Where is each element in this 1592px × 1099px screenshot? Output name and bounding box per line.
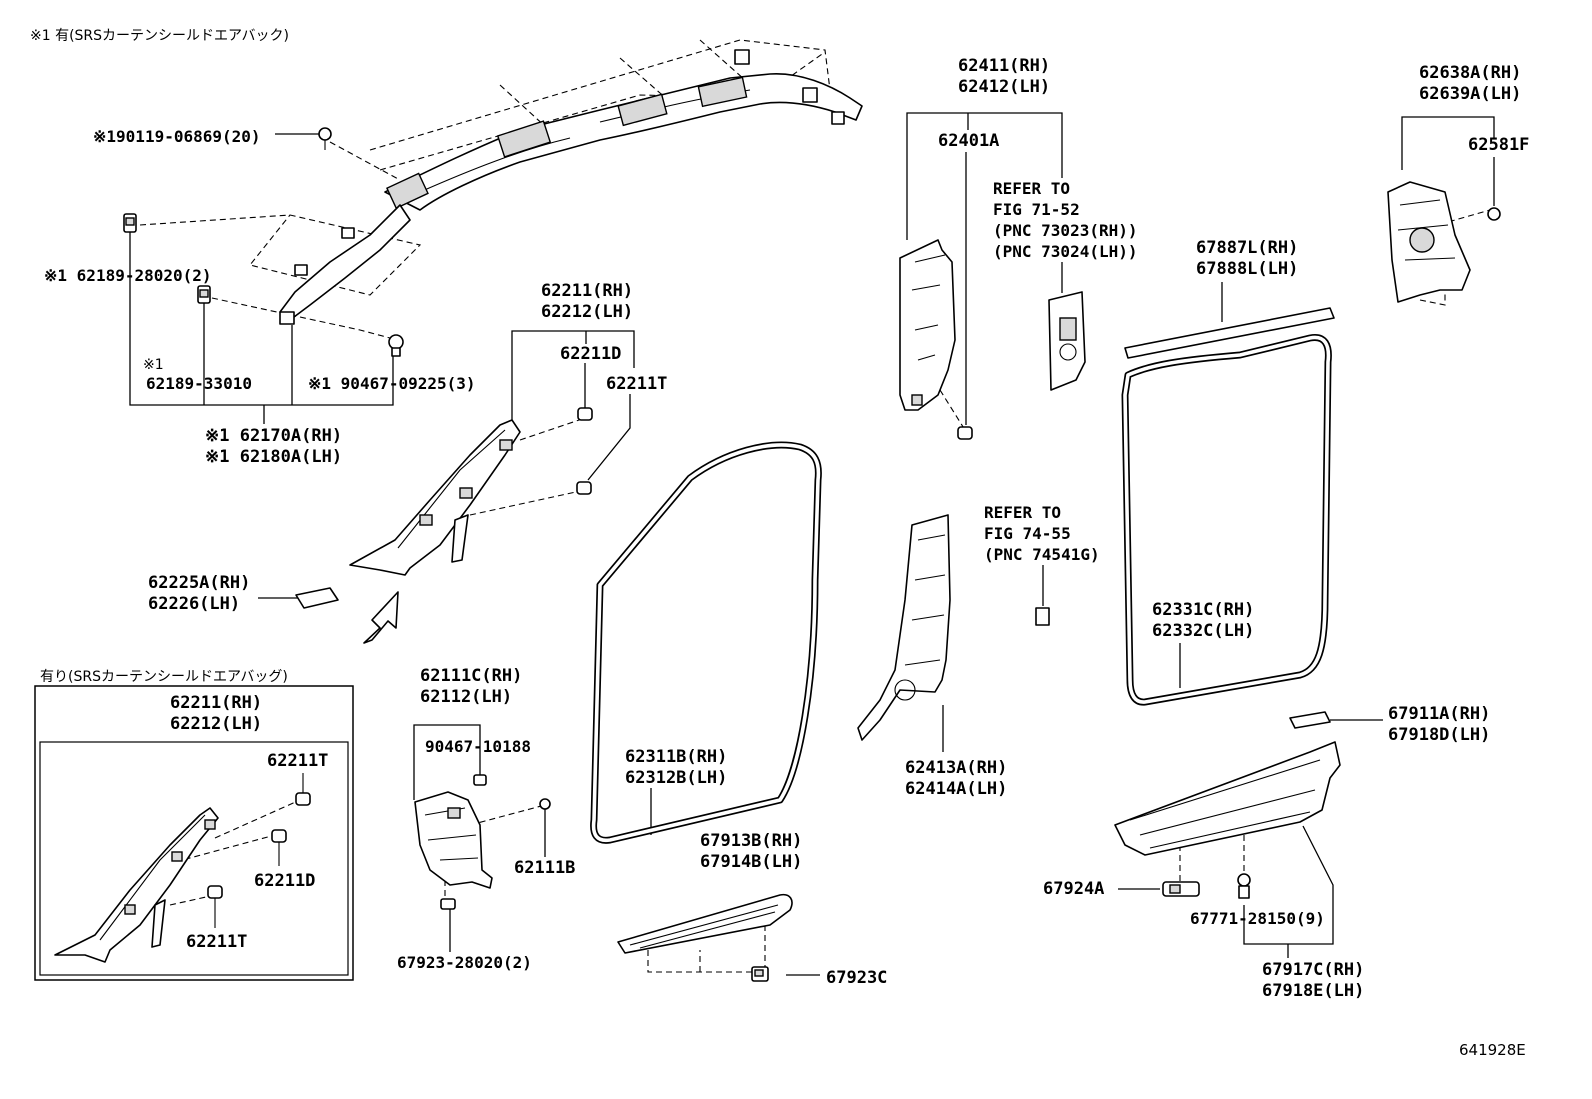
label-9046709225: ※1 90467-09225(3) [308, 374, 476, 393]
part-refer-74541g [1035, 607, 1050, 626]
pad-67911a [1289, 711, 1331, 729]
bracket-62170a [129, 133, 394, 424]
inset-title: 有り(SRSカーテンシールドエアバッグ) [40, 669, 288, 685]
kick-panel-62111c [414, 791, 493, 889]
label-67911a: 67911A(RH) [1388, 704, 1490, 724]
label-62412: 62412(LH) [958, 77, 1050, 97]
curtain-airbag-assembly [279, 49, 863, 325]
label-9046710188: 90467-10188 [425, 737, 531, 756]
clip-62211t-icon [576, 481, 592, 495]
bolt-19011906869-icon [318, 127, 332, 150]
label-62111c: 62111C(RH) [420, 666, 522, 686]
label-6792328020: 67923-28020(2) [397, 953, 532, 972]
b-pillar-lower-62413a [857, 514, 951, 741]
label-67914b: 67914B(LH) [700, 852, 802, 872]
pad-62225a [295, 587, 339, 609]
label-62332c: 62332C(LH) [1152, 621, 1254, 641]
inset-label-62211-rh: 62211(RH) [170, 693, 262, 713]
rear-molding-67887l [1124, 307, 1335, 359]
inset-label-62212-lh: 62212(LH) [170, 714, 262, 734]
b-pillar-upper-62411 [899, 239, 956, 411]
label-62111b: 62111B [514, 858, 575, 878]
part-refer-73023 [1048, 291, 1086, 391]
c-pillar-garnish-62638a [1387, 181, 1471, 303]
refer1-line2: FIG 71-52 [993, 200, 1080, 219]
rear-scuff-plate-67917c [1114, 741, 1341, 856]
label-62413a: 62413A(RH) [905, 758, 1007, 778]
label-62180a: ※1 62180A(LH) [205, 447, 342, 467]
label-62638a: 62638A(RH) [1419, 63, 1521, 83]
front-door-weatherstrip-62311b [590, 441, 822, 844]
label-67917c: 67917C(RH) [1262, 960, 1364, 980]
bracket-67917c [1243, 825, 1334, 958]
refer1-line1: REFER TO [993, 179, 1070, 198]
label-6777128150: 67771-28150(9) [1190, 909, 1325, 928]
label-6218933010-mark: ※1 [143, 357, 164, 373]
label-62639a: 62639A(LH) [1419, 84, 1521, 104]
label-6218928020: ※1 62189-28020(2) [44, 266, 212, 285]
label-62211-rh: 62211(RH) [541, 281, 633, 301]
clip-62111b-icon [539, 798, 551, 810]
inset-clip-62211t-b-icon [207, 885, 223, 928]
label-6218933010: 62189-33010 [146, 374, 252, 393]
refer1-line3: (PNC 73023(RH)) [993, 221, 1138, 240]
label-62312b: 62312B(LH) [625, 768, 727, 788]
direction-arrow-icon [363, 591, 399, 644]
clip-67924a-icon [1162, 881, 1200, 897]
clip-67923c-icon [751, 966, 769, 982]
refer2-line3: (PNC 74541G) [984, 545, 1100, 564]
clip-9046710188-icon [473, 774, 487, 786]
label-62211d: 62211D [560, 344, 621, 364]
bracket-62211 [258, 330, 635, 599]
label-62414a: 62414A(LH) [905, 779, 1007, 799]
clip-9046709225-icon [388, 334, 404, 357]
label-67924a: 67924A [1043, 879, 1104, 899]
label-62411: 62411(RH) [958, 56, 1050, 76]
label-62170a: ※1 62170A(RH) [205, 426, 342, 446]
leaders-door [650, 788, 820, 976]
a-pillar-garnish [349, 419, 521, 576]
inset-label-62211t-a: 62211T [267, 751, 328, 771]
label-67887l: 67887L(RH) [1196, 238, 1298, 258]
label-62112: 62112(LH) [420, 687, 512, 707]
label-67918e: 67918E(LH) [1262, 981, 1364, 1001]
label-67918d: 67918D(LH) [1388, 725, 1490, 745]
label-19011906869: ※190119-06869(20) [93, 127, 261, 146]
inset-label-62211d: 62211D [254, 871, 315, 891]
inset-label-62211t-b: 62211T [186, 932, 247, 952]
label-62225a: 62225A(RH) [148, 573, 250, 593]
clip-6792328020-icon [440, 898, 456, 910]
label-62211t: 62211T [606, 374, 667, 394]
refer1-line4: (PNC 73024(LH)) [993, 242, 1138, 261]
refer2-line2: FIG 74-55 [984, 524, 1071, 543]
clip-6218933010-icon [197, 285, 211, 304]
refer2-line1: REFER TO [984, 503, 1061, 522]
bracket-62411 [906, 112, 1063, 752]
label-67913b: 67913B(RH) [700, 831, 802, 851]
label-67923c: 67923C [826, 968, 887, 988]
clip-6218928020-icon [123, 213, 137, 233]
label-62331c: 62331C(RH) [1152, 600, 1254, 620]
clip-62401a-icon [957, 426, 973, 440]
inset-clip-62211d-icon [271, 829, 287, 866]
figure-id: 641928E [1459, 1041, 1526, 1059]
bracket-62638a [1118, 116, 1495, 890]
header-note: ※1 有(SRSカーテンシールドエアバック) [30, 28, 289, 44]
scuff-plate-67913b [617, 893, 793, 954]
inset-box [34, 685, 354, 981]
inset-clip-62211t-a-icon [295, 773, 311, 806]
label-62212-lh: 62212(LH) [541, 302, 633, 322]
clip-6777128150-icon [1237, 873, 1251, 899]
clip-62211d-icon [577, 407, 593, 421]
rear-door-weatherstrip-62331c [1121, 333, 1332, 706]
label-62226: 62226(LH) [148, 594, 240, 614]
label-62311b: 62311B(RH) [625, 747, 727, 767]
bracket-62111c [413, 724, 546, 952]
label-67888l: 67888L(LH) [1196, 259, 1298, 279]
clip-62581f-icon [1487, 207, 1501, 221]
label-62401a: 62401A [938, 131, 999, 151]
label-62581f: 62581F [1468, 135, 1529, 155]
